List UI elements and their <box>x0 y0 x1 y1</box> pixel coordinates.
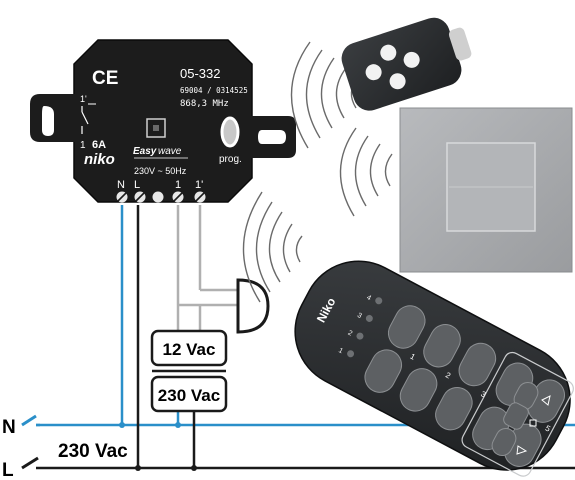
transformer-secondary-label: 12 Vac <box>163 340 216 359</box>
key-fob-button-3[interactable] <box>387 71 407 91</box>
terminal-label-1p: 1' <box>195 179 203 191</box>
terminal-label-l: L <box>134 179 140 191</box>
terminal-label-n: N <box>117 179 125 191</box>
receiver-module: CE 05-332 69004 / 0314525 868,3 MHz 1' 1… <box>30 39 296 203</box>
remote-channel-buttons <box>360 301 501 435</box>
remote-button-3-on[interactable] <box>430 382 477 435</box>
prog-button[interactable] <box>220 116 240 148</box>
key-fob-button-1[interactable] <box>378 43 398 63</box>
remote-led-label-1: 1 <box>337 347 344 355</box>
contact-top-label: 1' <box>80 94 87 104</box>
remote-button-1-on[interactable] <box>360 345 407 398</box>
remote-channel-label-5: 5 <box>544 424 553 434</box>
contact-bottom-label: 1 <box>80 140 86 151</box>
remote-button-1-off[interactable] <box>383 301 430 354</box>
bell-icon <box>236 278 270 334</box>
remote-channel-label-3: 3 <box>479 389 488 399</box>
remote-button-3-off[interactable] <box>454 338 501 391</box>
remote-nav-stop-button[interactable] <box>502 401 531 432</box>
frequency-label: 868,3 MHz <box>180 99 229 109</box>
transformer-secondary-box <box>150 329 228 367</box>
right-mounting-hole <box>258 130 286 144</box>
module-wiring <box>120 205 238 468</box>
neutral-label: N <box>2 417 16 438</box>
key-fob-remote <box>341 17 472 111</box>
relay-contact-symbol <box>81 103 96 134</box>
triangle-up-icon <box>541 395 551 406</box>
brand-logo: niko <box>84 151 115 168</box>
handheld-remote: Niko 1 2 3 4 1 2 3 4 5 <box>294 260 574 477</box>
model-number: 05-332 <box>180 66 220 81</box>
remote-channel-label-2: 2 <box>444 371 453 381</box>
remote-button-2-on[interactable] <box>395 363 442 416</box>
prog-label: prog. <box>219 154 242 165</box>
key-fob-button-4[interactable] <box>364 62 384 82</box>
transformer-primary-box <box>150 375 228 413</box>
terminal-screw-blank <box>152 191 164 203</box>
left-mounting-hole <box>42 106 54 136</box>
remote-group-frame <box>461 351 574 477</box>
supply-label: 230V ~ 50Hz <box>134 166 187 176</box>
remote-nav-buttons <box>489 381 551 459</box>
ce-mark: CE <box>92 68 118 89</box>
terminal-screws <box>116 191 206 203</box>
remote-led-label-4: 4 <box>365 294 372 302</box>
rating-label: 6A <box>92 139 106 151</box>
key-fob-button-2[interactable] <box>402 50 422 70</box>
radio-wave-icon <box>242 41 393 303</box>
live-breaker <box>21 456 39 470</box>
key-fob-body <box>341 17 462 111</box>
product-name-prefix: Easy <box>133 146 157 157</box>
remote-led-label-3: 3 <box>356 312 363 320</box>
transformer: 12 Vac 230 Vac <box>150 329 228 413</box>
wall-switch <box>399 107 573 273</box>
remote-nav-down-button[interactable] <box>489 425 520 459</box>
remote-led-4 <box>375 297 383 305</box>
remote-led-3 <box>365 314 373 322</box>
product-name-suffix: wave <box>158 146 182 157</box>
remote-led-label-2: 2 <box>347 330 354 338</box>
transformer-primary-label: 230 Vac <box>158 386 220 405</box>
square-stop-icon <box>529 419 537 427</box>
live-label: L <box>2 460 14 480</box>
wave-switch <box>384 153 393 187</box>
triangle-down-icon <box>516 445 528 455</box>
code-line: 69004 / 0314525 <box>180 86 248 95</box>
remote-button-2-off[interactable] <box>418 319 465 372</box>
wave-remote <box>295 235 303 263</box>
remote-led-1 <box>347 350 355 358</box>
terminal-label-1: 1 <box>175 179 181 191</box>
remote-channel-label-1: 1 <box>409 352 418 362</box>
mains-voltage-label: 230 Vac <box>58 441 128 462</box>
neutral-breaker <box>21 414 37 427</box>
remote-led-2 <box>356 332 364 340</box>
key-fob-ring <box>448 27 472 61</box>
status-led <box>153 125 159 131</box>
